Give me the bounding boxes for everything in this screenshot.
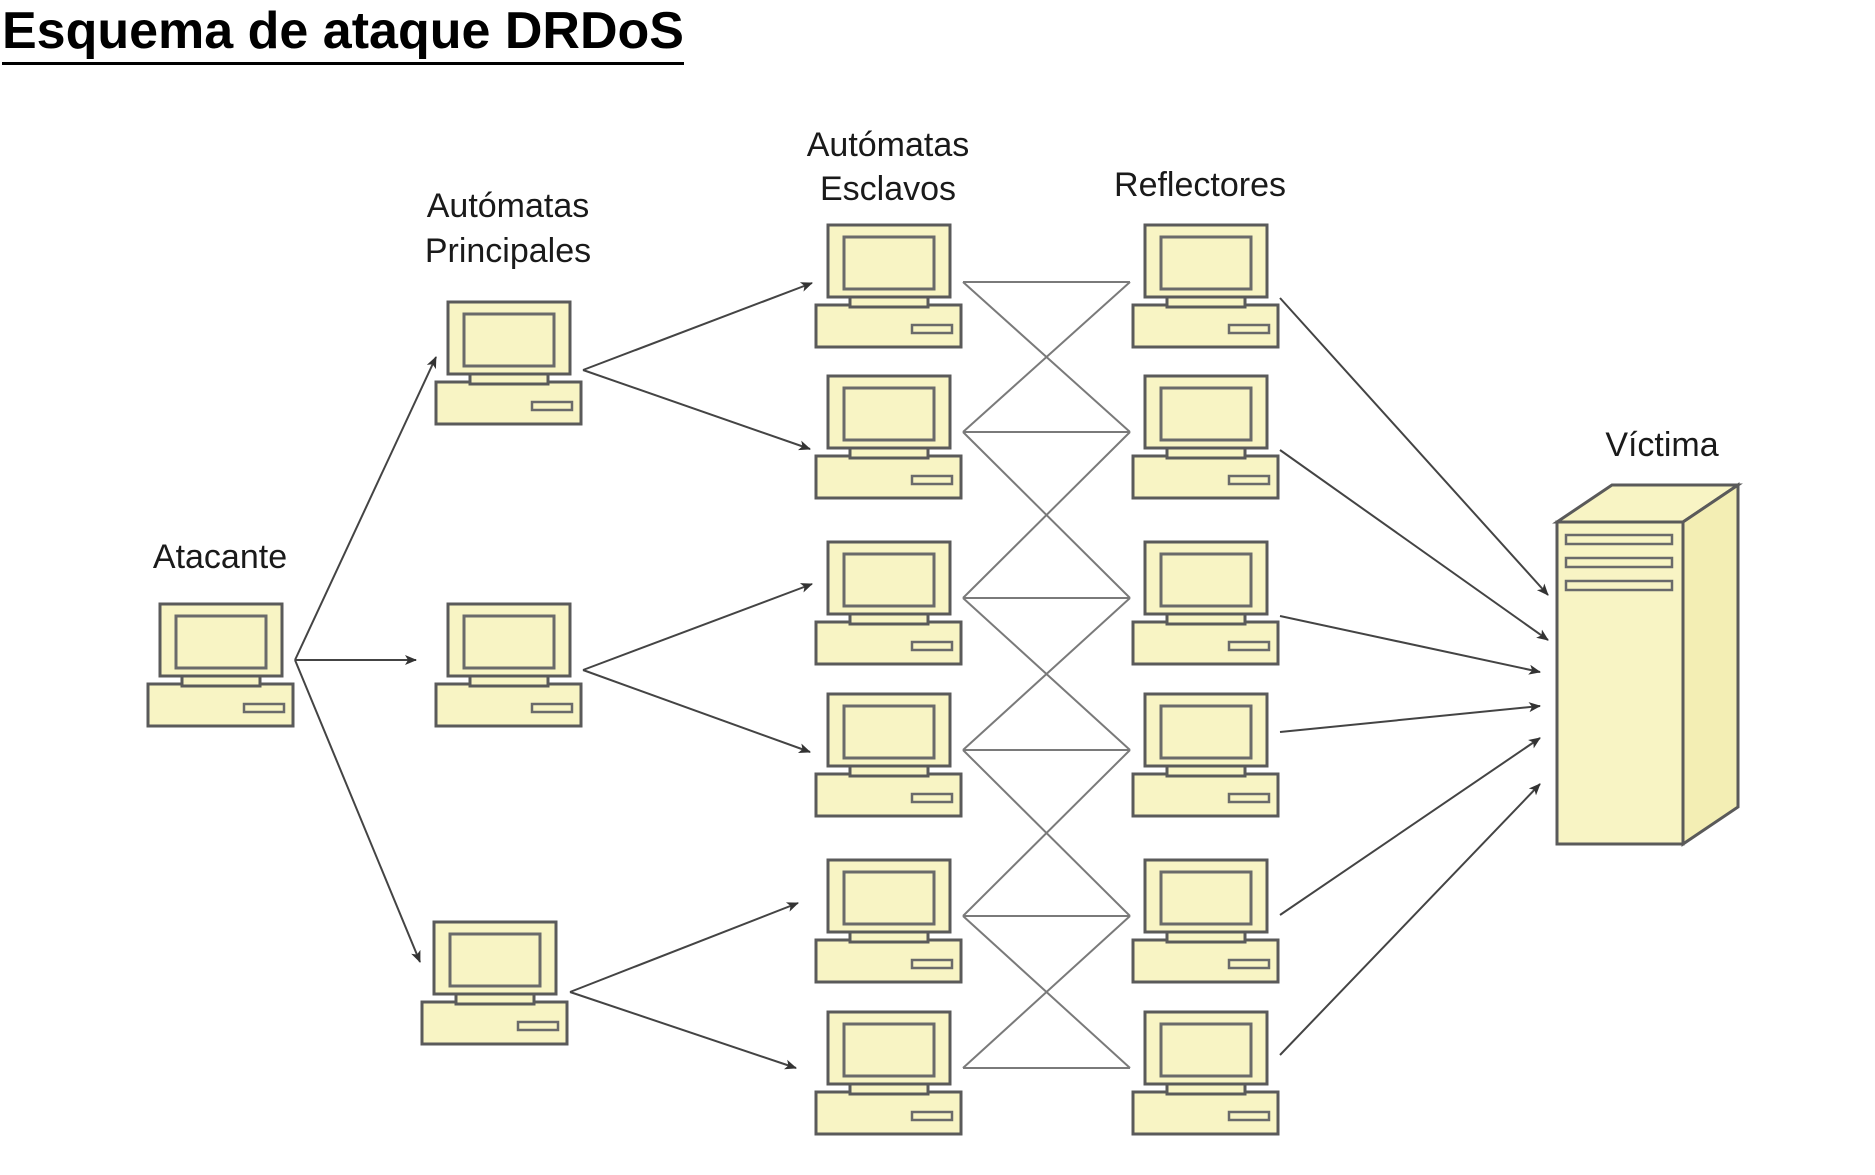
attacker-node [146, 602, 295, 728]
attacker-label: Atacante [153, 538, 287, 576]
link-reflector1-victim [1279, 297, 1549, 596]
masters-group [420, 300, 583, 1046]
computer-icon [420, 920, 569, 1046]
link-attacker-master1 [294, 356, 437, 661]
link-reflector3-victim [1279, 615, 1541, 675]
computer-icon [814, 692, 963, 818]
computer-icon [1131, 858, 1280, 984]
masters-to-slaves-links [569, 282, 813, 1070]
reflectors-label: Reflectores [1114, 166, 1286, 204]
computer-icon [814, 1010, 963, 1136]
slaves-label-line2: Esclavos [820, 170, 956, 208]
link-master3-slave5 [569, 902, 799, 993]
computer-icon [1131, 374, 1280, 500]
link-master2-slave3 [582, 583, 813, 671]
reflectors-group [1131, 223, 1280, 1136]
slaves-label-line1: Autómatas [807, 126, 970, 164]
victim-node [1552, 482, 1743, 847]
computer-icon [814, 858, 963, 984]
computer-icon [1131, 540, 1280, 666]
victim-label: Víctima [1605, 426, 1718, 464]
computer-icon [434, 300, 583, 426]
link-reflector5-victim [1279, 737, 1541, 916]
link-reflector4-victim [1279, 702, 1541, 733]
link-master1-slave2 [582, 369, 811, 451]
link-master2-slave4 [582, 669, 811, 753]
computer-icon [146, 602, 295, 728]
link-reflector2-victim [1279, 449, 1549, 641]
computer-icon [814, 374, 963, 500]
attacker-to-masters-links [294, 356, 437, 963]
computer-icon [1131, 223, 1280, 349]
computer-icon [1131, 1010, 1280, 1136]
computer-icon [814, 540, 963, 666]
page-title: Esquema de ataque DRDoS [2, 0, 684, 65]
computer-icon [434, 602, 583, 728]
masters-label-line1: Autómatas [427, 187, 590, 225]
reflectors-to-victim-links [1279, 297, 1549, 1056]
link-master3-slave6 [569, 991, 797, 1070]
computer-icon [1131, 692, 1280, 818]
link-reflector6-victim [1279, 783, 1541, 1056]
masters-label-line2: Principales [425, 232, 591, 270]
computer-icon [814, 223, 963, 349]
slaves-group [814, 223, 963, 1136]
link-attacker-master3 [294, 659, 421, 963]
server-icon [1552, 482, 1743, 847]
slaves-to-reflectors-links [962, 281, 1131, 1069]
link-master1-slave1 [582, 282, 813, 371]
